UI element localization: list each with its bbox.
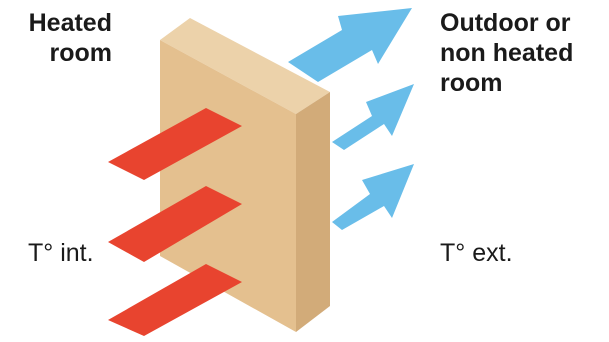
- wall-side-face: [296, 92, 330, 332]
- outdoor-line-2: non heated: [440, 38, 573, 68]
- heated-room-label: Heated room: [0, 8, 112, 68]
- t-ext-label: T° ext.: [440, 238, 513, 268]
- outdoor-line-1: Outdoor or: [440, 8, 573, 38]
- incoming-band-bottom: [108, 264, 242, 336]
- heated-room-line-1: Heated: [0, 8, 112, 38]
- outgoing-arrow-top: [288, 8, 412, 82]
- outdoor-label: Outdoor or non heated room: [440, 8, 573, 98]
- heated-room-line-2: room: [0, 38, 112, 68]
- t-int-label: T° int.: [28, 238, 94, 268]
- outgoing-arrow-middle: [332, 84, 414, 150]
- outdoor-line-3: room: [440, 68, 573, 98]
- outgoing-arrow-bottom: [332, 164, 414, 230]
